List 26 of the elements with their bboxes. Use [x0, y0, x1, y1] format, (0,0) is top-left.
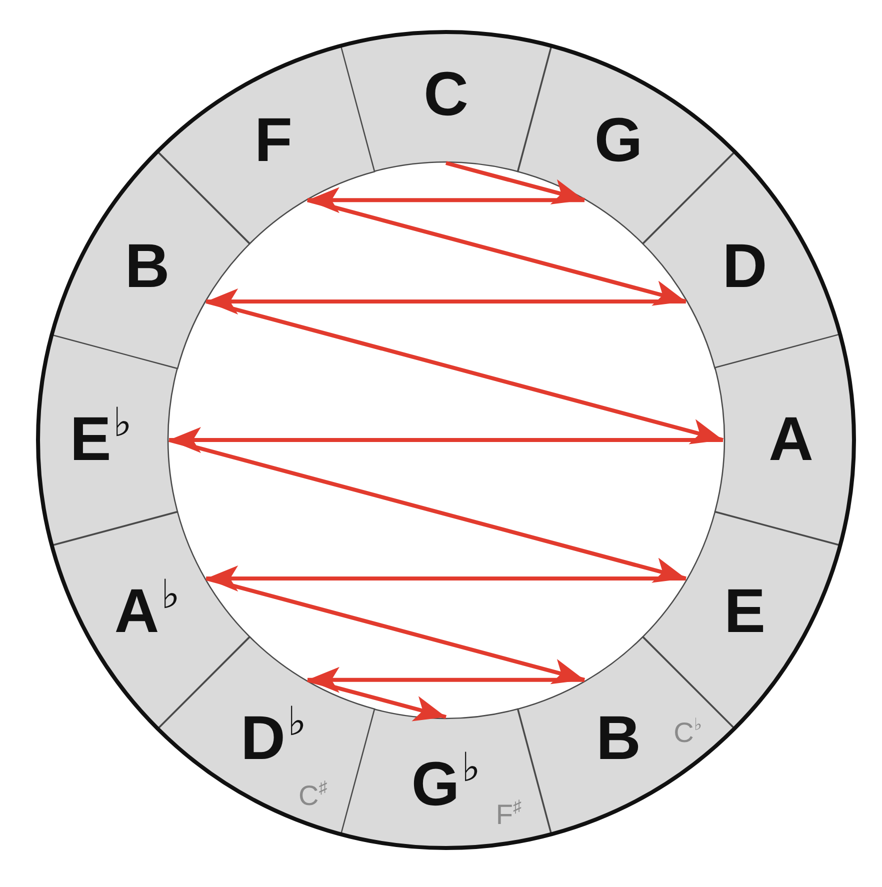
arrow — [445, 161, 586, 204]
key-label: C — [424, 64, 468, 126]
arrow — [169, 427, 723, 453]
arrow — [308, 666, 584, 693]
key-label: E$^{♭}$ — [70, 408, 132, 471]
arrow — [168, 438, 686, 583]
key-label: A$^{♭}$ — [114, 581, 180, 644]
arrow — [306, 198, 686, 306]
key-label: D$^{♭}$ — [240, 708, 306, 770]
key-label: G — [594, 110, 643, 172]
enharmonic-label: F$^{♯}$ — [496, 800, 522, 829]
enharmonic-label: C$^{♭}$ — [674, 719, 702, 748]
enharmonic-label: C$^{♯}$ — [298, 782, 328, 810]
arrow — [206, 576, 586, 684]
key-label: A — [768, 408, 814, 471]
arrow — [206, 288, 686, 314]
arrow — [206, 300, 724, 444]
key-label: F — [254, 110, 292, 172]
key-label: D — [722, 236, 768, 298]
key-label: B — [596, 708, 641, 770]
key-label: E — [724, 581, 766, 644]
arrow — [308, 187, 584, 214]
key-label: G$^{♭}$ — [411, 754, 481, 816]
arrow — [306, 678, 447, 722]
key-label: B — [124, 236, 170, 298]
arrow — [206, 566, 686, 592]
